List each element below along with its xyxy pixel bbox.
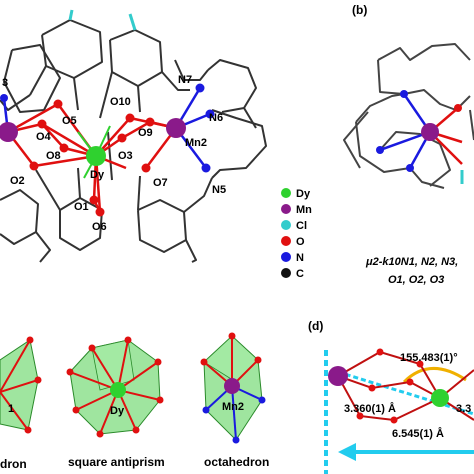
polyhedron-octahedron: Mn2 [200,332,266,444]
molecule-structure-b [343,43,474,189]
atom-label-o1: O1 [74,201,89,213]
legend-label-o: O [296,236,305,248]
atom-label-o9: O9 [138,127,153,139]
legend-label-cl: Cl [296,220,307,232]
atom-label-edge3: 3 [2,77,8,89]
legend-label-dy: Dy [296,188,311,200]
coordination-mode-line1: μ2-k10N1, N2, N3, [365,256,458,268]
atom-label-o8: O8 [46,150,61,162]
octahedron-caption: octahedron [204,455,269,469]
dy-atom [86,146,106,166]
legend-label-mn: Mn [296,204,312,216]
distance-diagram-d: 155.483(1)° 3.360(1) Å 3.3 6.545(1) Å [324,348,474,474]
distance-label-1: 3.360(1) Å [344,402,396,415]
atom-label-o2: O2 [10,175,25,187]
atom-label-o3: O3 [118,150,133,162]
atom-spheres [0,83,215,217]
polyhedron-partial-left: 1 [0,336,42,434]
mn-atom-mn2 [166,118,186,138]
atom-label-o6: O6 [92,221,107,233]
atom-label-mn2: Mn2 [185,137,207,149]
coordination-mode-line2: O1, O2, O3 [388,274,444,286]
partial-polyhedron-label: 1 [8,403,14,415]
atom-label-n7: N7 [178,74,192,86]
legend-label-c: C [296,268,304,280]
partial-polyhedron-caption: dron [0,457,27,471]
atom-label-dy: Dy [90,169,105,181]
angle-label: 155.483(1)° [400,352,458,364]
polyhedron-square-antiprism: Dy [66,336,164,438]
legend-label-n: N [296,252,304,264]
panel-label-d: (d) [308,319,323,333]
square-antiprism-center-label: Dy [110,405,125,417]
atom-label-o4: O4 [36,131,52,143]
octahedron-center-label: Mn2 [222,401,244,413]
atom-label-n6: N6 [209,112,223,124]
distance-label-2: 3.3 [456,403,471,415]
atom-label-o7: O7 [153,177,168,189]
atom-label-o10: O10 [110,96,131,108]
atom-label-n5: N5 [212,184,226,196]
panel-label-b: (b) [352,3,367,17]
square-antiprism-caption: square antiprism [68,455,165,469]
element-legend: Dy Mn Cl O N C [281,188,312,280]
mn-atom-left [0,122,18,142]
distance-label-3: 6.545(1) Å [392,427,444,440]
molecule-structure-a: 3 O5 O4 O8 O3 O2 O10 O9 O7 O1 O6 N7 N6 N… [0,9,267,263]
atom-label-o5: O5 [62,115,77,127]
